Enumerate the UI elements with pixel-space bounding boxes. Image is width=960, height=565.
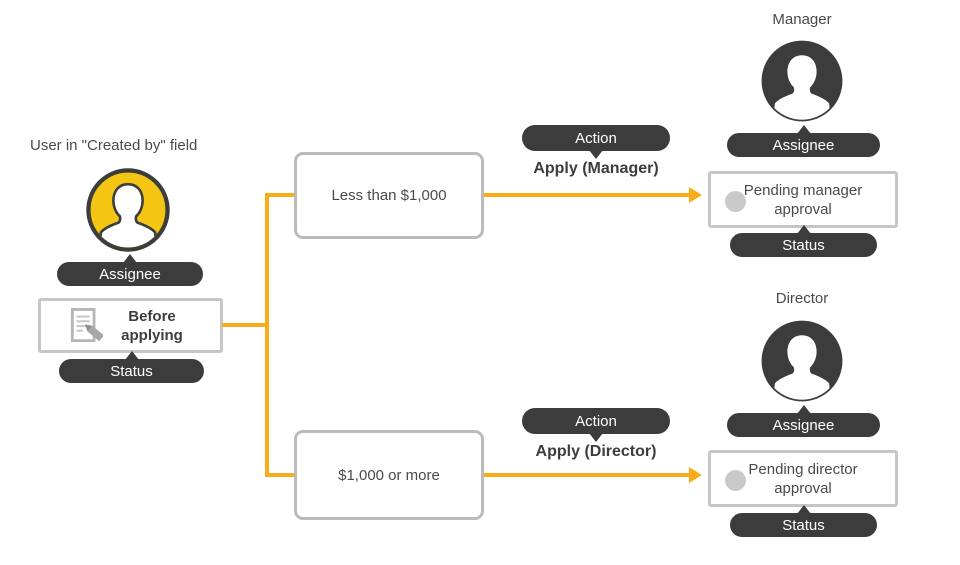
assignee-badge-director: Assignee	[727, 413, 880, 437]
action-badge-director: Action	[522, 408, 670, 434]
pending-director-label: Pending director approval	[748, 460, 858, 497]
action-label-manager: Apply (Manager)	[533, 160, 659, 177]
assignee-badge-user: Assignee	[57, 262, 203, 286]
connector-from-before	[222, 323, 267, 327]
role-label-director: Director	[775, 290, 829, 307]
condition-box-or-more: $1,000 or more	[294, 430, 484, 520]
status-dot-icon	[725, 470, 746, 491]
pending-manager-status-box: Pending manager approval	[708, 171, 898, 228]
user-avatar-icon	[85, 167, 171, 253]
document-edit-icon	[70, 307, 103, 342]
status-badge-user: Status	[59, 359, 204, 383]
arrow-right-icon-2	[689, 467, 702, 483]
created-by-caption: User in "Created by" field	[30, 137, 198, 154]
connector-to-condition-1	[268, 193, 294, 197]
before-applying-label: Before applying	[121, 307, 183, 344]
status-dot-icon	[725, 191, 746, 212]
assignee-badge-manager: Assignee	[727, 133, 880, 157]
action-badge-manager: Action	[522, 125, 670, 151]
action-label-director: Apply (Director)	[535, 443, 657, 460]
arrow-right-icon-1	[689, 187, 702, 203]
connector-arrow-line-2	[484, 473, 690, 477]
connector-branch-vertical	[265, 193, 269, 477]
connector-arrow-line-1	[484, 193, 690, 197]
status-badge-director: Status	[730, 513, 877, 537]
manager-avatar-icon	[759, 38, 845, 124]
before-applying-status-box: Before applying	[38, 298, 223, 353]
director-avatar-icon	[759, 318, 845, 404]
connector-to-condition-2	[268, 473, 294, 477]
pending-director-status-box: Pending director approval	[708, 450, 898, 507]
role-label-manager: Manager	[772, 11, 832, 28]
condition-box-less-than: Less than $1,000	[294, 152, 484, 239]
pending-manager-label: Pending manager approval	[743, 181, 863, 218]
status-badge-manager: Status	[730, 233, 877, 257]
